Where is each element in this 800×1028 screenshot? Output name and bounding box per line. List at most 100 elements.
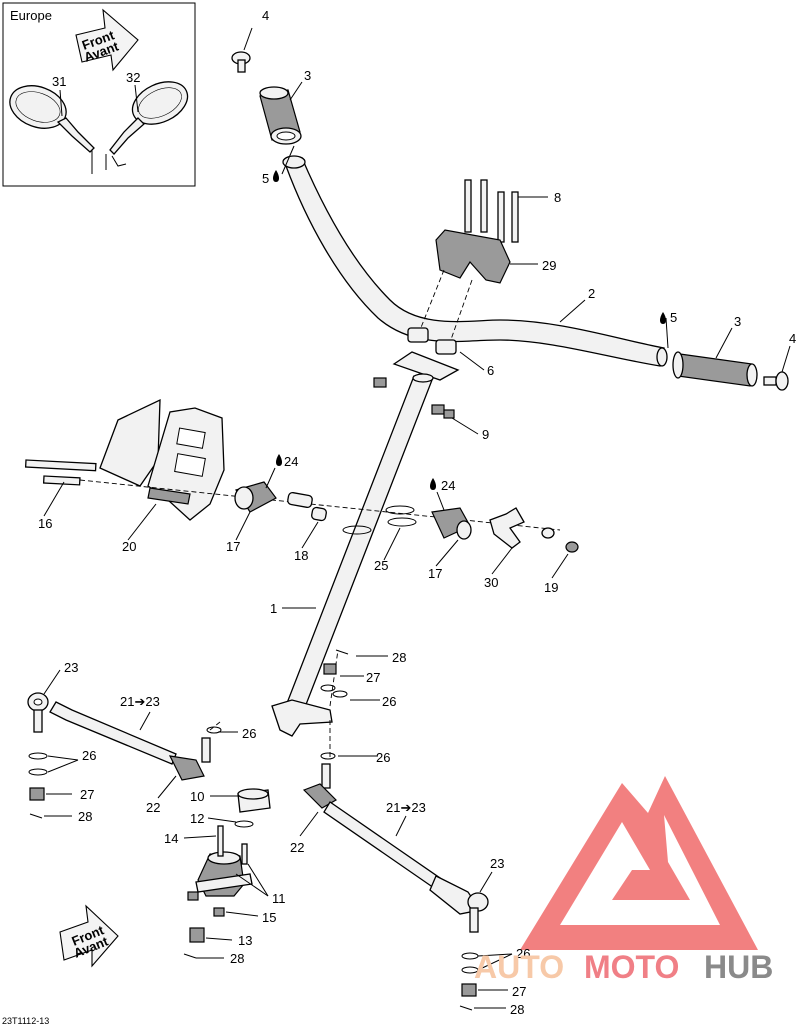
callout-30: 30 (484, 575, 498, 590)
callout-1: 1 (270, 601, 277, 616)
left-grip-top (259, 86, 289, 100)
callout-28-d: 28 (510, 1002, 524, 1017)
pitman-arm (271, 699, 333, 737)
leader-20 (127, 503, 157, 541)
bottom-front-arrow: Front Avant (59, 904, 119, 968)
leader-18 (301, 521, 319, 549)
lower-clamp-right (435, 339, 457, 355)
tie-rod-end-23a-hole (33, 698, 43, 706)
callout-5: 5 (262, 171, 269, 186)
right-grip (677, 353, 753, 387)
callout-9: 9 (482, 427, 489, 442)
right-grip-flange (672, 351, 684, 379)
callout-17: 17 (226, 539, 240, 554)
watermark-text: AUTO MOTO HUB (474, 949, 773, 985)
clamp-bolt-3 (497, 191, 505, 243)
europe-inset: Europe Front Avant 31 32 (2, 2, 196, 187)
handlebar-end-top (282, 155, 306, 169)
dash-arm-up (329, 649, 339, 707)
leader-15 (225, 911, 259, 917)
right-grip-end (746, 363, 758, 387)
nut-19 (565, 541, 579, 553)
tie-rod-stud-a (33, 709, 43, 733)
leader-4b (781, 345, 791, 373)
callout-24-right: 24 (441, 478, 455, 493)
tie-rod-stud-b (469, 907, 479, 933)
tie-rod-stud-22a (201, 737, 211, 763)
watermark-triangle (520, 776, 758, 950)
leader-11b (247, 863, 269, 897)
nut-27a (323, 663, 337, 675)
callout-24: 24 (284, 454, 298, 469)
callout-11: 11 (272, 891, 286, 906)
grease-drop-icon (276, 454, 282, 466)
callout-22-b: 22 (290, 840, 304, 855)
leader-23a (43, 669, 61, 695)
washer-26a (320, 684, 336, 692)
callout-3: 3 (304, 68, 311, 83)
callout-26-c: 26 (376, 750, 390, 765)
cotter-28d (459, 1005, 473, 1011)
nut-13 (189, 927, 205, 943)
leader-13 (205, 937, 233, 941)
leader-31 (59, 89, 63, 117)
grease-icons (273, 170, 666, 490)
steering-column (271, 373, 434, 737)
leader-14 (183, 835, 217, 839)
steering-support-bracket (99, 398, 225, 521)
washer-26h (320, 752, 336, 760)
callout-21-23-b: 21➔23 (386, 800, 426, 815)
washer-26c (28, 752, 48, 760)
cotter-28b (29, 813, 43, 819)
callout-27: 27 (366, 670, 380, 685)
leader-32 (134, 84, 139, 113)
callout-23-b: 23 (490, 856, 504, 871)
clamp-cap (435, 229, 511, 284)
bushing-17a-end (234, 486, 254, 510)
callout-22: 22 (146, 800, 160, 815)
callout-17-right: 17 (428, 566, 442, 581)
lower-steering-parts (27, 649, 489, 1011)
washer-12 (234, 820, 254, 828)
handlebar-clamp (373, 179, 519, 419)
leader-22a (157, 775, 177, 799)
leader-9 (451, 417, 479, 435)
right-mirror-glass-inner (138, 87, 182, 119)
right-mirror-bracket (105, 154, 127, 170)
washer-26e (206, 726, 222, 734)
left-grip-hole (276, 131, 296, 141)
bushing-17b-end (456, 520, 472, 540)
grease-drop-icon (273, 170, 279, 182)
nut-15a (187, 891, 199, 901)
callout-16: 16 (38, 516, 52, 531)
leader-3a (289, 81, 303, 101)
axis-line-left (79, 479, 561, 531)
handlebar-end-right (656, 347, 668, 367)
bolt-16a (24, 459, 97, 472)
callout-26-e: 26 (516, 946, 530, 961)
leader-6 (459, 351, 485, 371)
callout-28-b: 28 (78, 809, 92, 824)
callout-26-d: 26 (82, 748, 96, 763)
leader-17a (235, 511, 251, 541)
leader-12 (207, 817, 237, 823)
leader-5b (665, 317, 669, 349)
washer-26b (332, 690, 348, 698)
right-end-cap (775, 371, 789, 391)
leader-23b (479, 871, 493, 893)
tie-rod-stud-22b (321, 763, 331, 789)
callout-29: 29 (542, 258, 556, 273)
housing-11-top (207, 851, 241, 865)
callout-5-right: 5 (670, 310, 677, 325)
right-end-cap-shaft (763, 376, 777, 386)
bolt-14b (241, 843, 248, 865)
left-mirror-glass (9, 85, 67, 129)
leader-26e1 (477, 953, 513, 957)
callout-2: 2 (588, 286, 595, 301)
leader-2123a (139, 711, 151, 731)
cotter-28a (335, 649, 349, 655)
watermark-moto: MOTO (584, 949, 679, 985)
callout-23: 23 (64, 660, 78, 675)
callout-28: 28 (392, 650, 406, 665)
grease-drop-icon (430, 478, 436, 490)
